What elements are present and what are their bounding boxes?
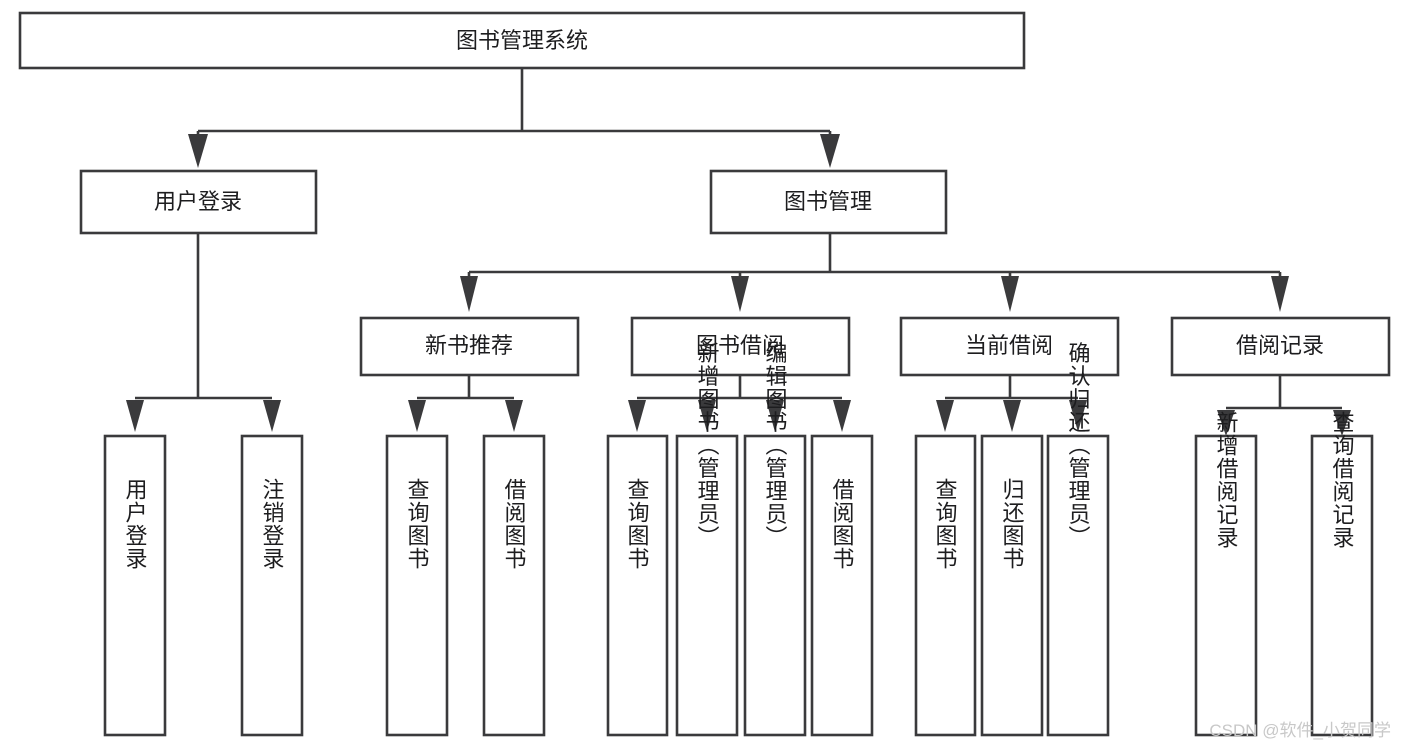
connector-group-user-login [126, 233, 281, 432]
arrow-head-to-user-login [188, 134, 208, 168]
arrow-head-to-borrow-book [731, 276, 749, 312]
arrow-head-leaf-8 [833, 400, 851, 432]
node-current-borrow-rect [899, 316, 1120, 377]
connector-group-borrow-record [1217, 375, 1351, 436]
leaf-node-add-borrow-record[interactable]: 新增借阅记录 [1194, 411, 1258, 737]
connector-group-current-borrow [936, 375, 1087, 432]
arrow-head-leaf-9 [936, 400, 954, 432]
leaf-rect [980, 434, 1044, 737]
leaf-node-return-book[interactable]: 归还图书 [980, 434, 1044, 737]
leaf-label: 借阅图书 [830, 478, 855, 570]
leaf-label: 查询图书 [405, 478, 430, 570]
node-borrow-record-rect [1170, 316, 1391, 377]
node-root-rect [18, 11, 1026, 70]
leaf-label: 新增借阅记录 [1214, 411, 1239, 549]
leaf-label: 借阅图书 [502, 478, 527, 570]
leaf-rect [385, 434, 449, 737]
connector-group-root [188, 68, 840, 168]
leaf-label: 归还图书 [1000, 478, 1025, 570]
connector-group-new-book [408, 375, 523, 432]
arrow-head-leaf-11 [1069, 400, 1087, 432]
node-book-management-label: 图书管理 [784, 189, 872, 214]
node-user-login[interactable]: 用户登录 [79, 169, 318, 235]
node-root-book-management-system[interactable]: 图书管理系统 [18, 11, 1026, 70]
arrow-head-to-book-management [820, 134, 840, 168]
leaf-rect [914, 434, 977, 737]
node-user-login-label: 用户登录 [154, 189, 242, 214]
connector-group-book-management [460, 233, 1289, 312]
node-root-label: 图书管理系统 [456, 28, 588, 53]
leaf-rect [1194, 434, 1258, 737]
arrow-head-leaf-10 [1003, 400, 1021, 432]
leaf-node-query-book-newbook[interactable]: 查询图书 [385, 434, 449, 737]
arrow-head-leaf-2 [263, 400, 281, 432]
leaf-node-query-borrow-record[interactable]: 查询借阅记录 [1310, 411, 1374, 737]
node-book-borrow-rect [630, 316, 851, 377]
node-current-borrow[interactable]: 当前借阅 [899, 316, 1120, 377]
leaf-rect [103, 434, 167, 737]
leaf-label: 编辑图书（管理员） [763, 342, 788, 549]
leaf-node-logout[interactable]: 注销登录 [240, 434, 304, 737]
leaf-rect [1310, 434, 1374, 737]
node-borrow-record[interactable]: 借阅记录 [1170, 316, 1391, 377]
leaf-node-confirm-return-admin[interactable]: 确认归还（管理员） [1046, 342, 1110, 737]
arrow-head-leaf-12 [1217, 410, 1235, 436]
leaf-label: 注销登录 [260, 478, 285, 570]
connector-group-borrow-book [628, 375, 851, 432]
leaf-label: 新增图书（管理员） [695, 342, 720, 549]
leaf-rect [1046, 434, 1110, 737]
arrow-head-leaf-7 [766, 400, 784, 432]
leaf-node-borrow-book[interactable]: 借阅图书 [810, 434, 874, 737]
leaf-label: 用户登录 [123, 478, 148, 570]
leaf-rect [810, 434, 874, 737]
node-book-management[interactable]: 图书管理 [709, 169, 948, 235]
leaf-node-edit-book-admin[interactable]: 编辑图书（管理员） [743, 342, 807, 737]
node-book-borrow-label: 图书借阅 [696, 333, 784, 358]
leaf-node-query-book-current[interactable]: 查询图书 [914, 434, 977, 737]
leaf-rect [240, 434, 304, 737]
leaf-node-borrow-book-newbook[interactable]: 借阅图书 [482, 434, 546, 737]
arrow-head-leaf-6 [698, 400, 716, 432]
arrow-head-leaf-3 [408, 400, 426, 432]
node-book-management-rect [709, 169, 948, 235]
leaf-node-user-login[interactable]: 用户登录 [103, 434, 167, 737]
leaf-rect [743, 434, 807, 737]
node-book-borrow[interactable]: 图书借阅 [630, 316, 851, 377]
node-new-book-recommend[interactable]: 新书推荐 [359, 316, 580, 377]
node-new-book-recommend-rect [359, 316, 580, 377]
arrow-head-leaf-5 [628, 400, 646, 432]
arrow-head-to-current-borrow [1001, 276, 1019, 312]
leaf-label: 查询借阅记录 [1330, 411, 1355, 549]
arrow-head-to-new-book [460, 276, 478, 312]
arrow-head-leaf-13 [1333, 410, 1351, 436]
leaf-label: 确认归还（管理员） [1066, 342, 1091, 549]
leaf-rect [675, 434, 739, 737]
arrow-head-to-borrow-record [1271, 276, 1289, 312]
leaf-node-add-book-admin[interactable]: 新增图书（管理员） [675, 342, 739, 737]
csdn-watermark: CSDN @软件_小贺同学 [1209, 721, 1391, 740]
node-new-book-recommend-label: 新书推荐 [425, 333, 513, 358]
leaf-label: 查询图书 [625, 478, 650, 570]
node-user-login-rect [79, 169, 318, 235]
leaf-label: 查询图书 [933, 478, 958, 570]
leaf-rect [482, 434, 546, 737]
leaf-node-query-book-borrow[interactable]: 查询图书 [606, 434, 669, 737]
node-borrow-record-label: 借阅记录 [1236, 333, 1324, 358]
arrow-head-leaf-1 [126, 400, 144, 432]
leaf-rect [606, 434, 669, 737]
arrow-head-leaf-4 [505, 400, 523, 432]
node-current-borrow-label: 当前借阅 [965, 333, 1053, 358]
